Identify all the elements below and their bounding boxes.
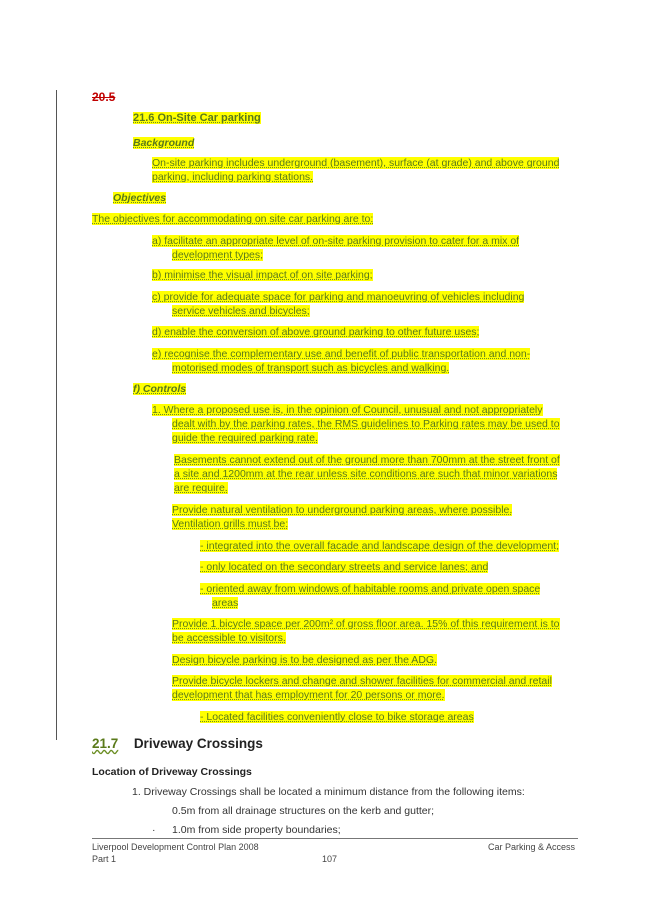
objectives-heading: Objectives — [113, 192, 167, 204]
footer-title: Liverpool Development Control Plan 2008 — [92, 842, 259, 852]
control-1-line-3: guide the required parking rate. — [172, 432, 318, 444]
location-sub-2: ·1.0m from side property boundaries; — [152, 824, 341, 836]
section-21-7-number: 21.7 — [92, 736, 119, 751]
location-sub-1: 0.5m from all drainage structures on the… — [172, 805, 435, 817]
change-bar — [56, 90, 57, 740]
bicycle-space-2: be accessible to visitors. — [172, 632, 286, 644]
background-text-1: On-site parking includes underground (ba… — [152, 157, 560, 169]
bicycle-design: Design bicycle parking is to be designed… — [172, 654, 437, 666]
control-1-line-1: 1. Where a proposed use is, in the opini… — [152, 404, 543, 416]
section-21-6-heading: 21.6 On-Site Car parking — [133, 112, 261, 124]
objective-a-1: a) facilitate an appropriate level of on… — [152, 235, 520, 247]
section-21-7-heading: 21.7 Driveway Crossings — [92, 737, 263, 751]
objective-e-2: motorised modes of transport such as bic… — [172, 362, 450, 374]
basements-1: Basements cannot extend out of the groun… — [174, 454, 560, 466]
vent-bullet-3-1: - oriented away from windows of habitabl… — [200, 583, 541, 595]
ventilation-1: Provide natural ventilation to undergrou… — [172, 504, 513, 516]
objective-b: b) minimise the visual impact of on site… — [152, 269, 373, 281]
objective-e-1: e) recognise the complementary use and b… — [152, 348, 531, 360]
objective-c-2: service vehicles and bicycles; — [172, 305, 310, 317]
objective-a-2: development types; — [172, 249, 264, 261]
location-heading: Location of Driveway Crossings — [92, 766, 252, 778]
footer-page-number: 107 — [322, 854, 338, 864]
section-21-7-title: Driveway Crossings — [133, 736, 263, 751]
deleted-heading: 20.5 — [92, 90, 116, 104]
basements-2: a site and 1200mm at the rear unless sit… — [174, 468, 558, 480]
objective-c-1: c) provide for adequate space for parkin… — [152, 291, 525, 303]
control-1-line-2: dealt with by the parking rates, the RMS… — [172, 418, 560, 430]
vent-bullet-2: - only located on the secondary streets … — [200, 561, 489, 573]
vent-bullet-3-2: areas — [212, 597, 239, 609]
location-item-1: 1. Driveway Crossings shall be located a… — [132, 786, 525, 798]
background-heading: Background — [133, 137, 195, 149]
lockers-bullet: - Located facilities conveniently close … — [200, 711, 474, 723]
background-text-2: parking, including parking stations. — [152, 171, 314, 183]
bicycle-space-1: Provide 1 bicycle space per 200m² of gro… — [172, 618, 560, 630]
ventilation-2: Ventilation grills must be: — [172, 518, 289, 530]
footer-rule — [92, 838, 578, 839]
basements-3: are require. — [174, 482, 228, 494]
footer-part: Part 1 — [92, 854, 117, 864]
footer-section: Car Parking & Access — [488, 842, 576, 852]
lockers-1: Provide bicycle lockers and change and s… — [172, 675, 552, 687]
vent-bullet-1: - integrated into the overall facade and… — [200, 540, 559, 552]
controls-heading: f) Controls — [133, 383, 187, 395]
objective-d: d) enable the conversion of above ground… — [152, 326, 480, 338]
objectives-intro: The objectives for accommodating on site… — [92, 213, 374, 225]
lockers-2: development that has employment for 20 p… — [172, 689, 445, 701]
